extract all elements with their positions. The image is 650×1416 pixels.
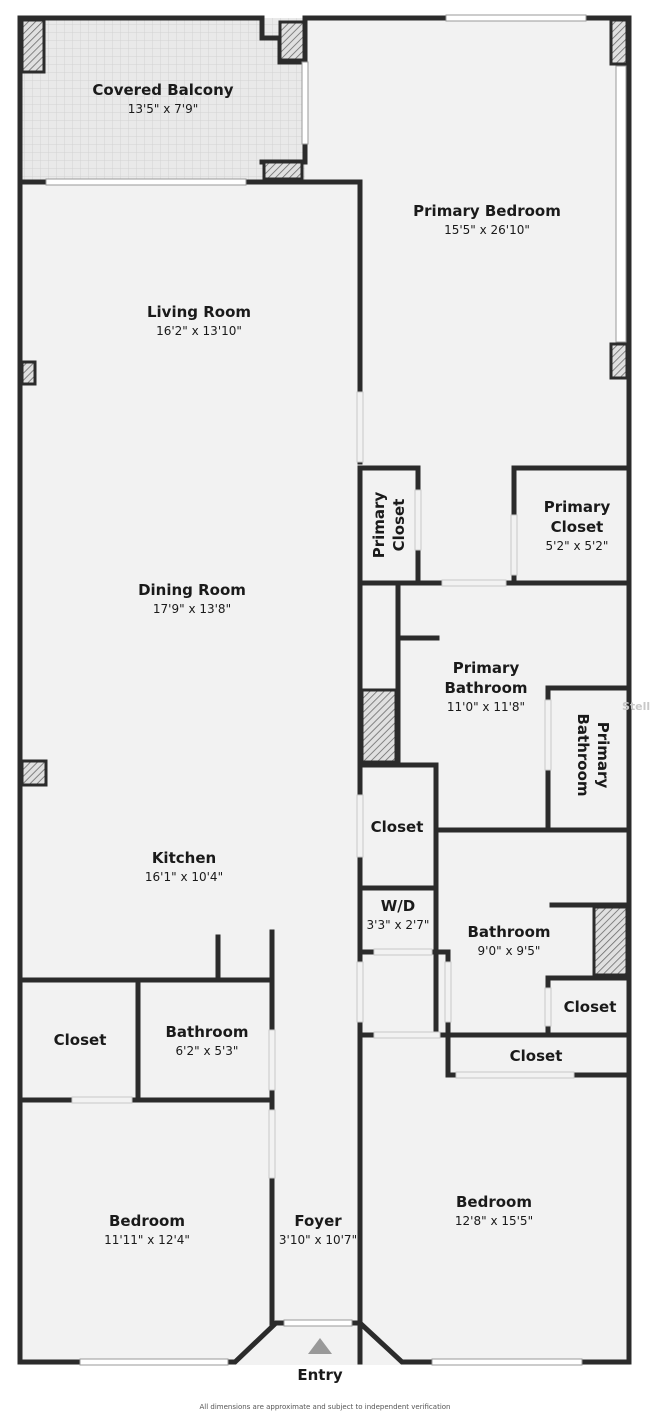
room-dimensions: 16'2" x 13'10" [156, 324, 242, 338]
watermark: Stellar [622, 700, 650, 713]
closet-right-small-label: Closet [564, 997, 617, 1017]
room-name: Closet [563, 998, 617, 1016]
room-name-line1: Primary [452, 659, 520, 677]
room-name: Foyer [294, 1212, 342, 1230]
covered-balcony-label: Covered Balcony 13'5" x 7'9" [92, 80, 233, 117]
room-name-line1: Primary [370, 491, 388, 559]
room-dimensions: 3'10" x 10'7" [278, 1233, 358, 1247]
closet-hall-label: Closet [510, 1046, 563, 1066]
foyer-label: Foyer 3'10" x 10'7" [279, 1211, 357, 1248]
primary-closet-right-label: Primary Closet 5'2" x 5'2" [544, 497, 610, 554]
room-name: Closet [53, 1031, 107, 1049]
wd-label: W/D 3'3" x 2'7" [367, 896, 430, 933]
room-name-line2: Bathroom [444, 679, 528, 697]
closet-left-label: Closet [54, 1030, 107, 1050]
primary-closet-left-label: Primary Closet [369, 492, 409, 558]
room-dimensions: 9'0" x 9'5" [477, 944, 541, 958]
bedroom-left-label: Bedroom 11'11" x 12'4" [104, 1211, 190, 1248]
entry-label: Entry [297, 1366, 343, 1384]
room-name-line1: Primary [543, 498, 611, 516]
room-name: W/D [380, 897, 416, 915]
room-name: Living Room [146, 303, 252, 321]
room-name: Covered Balcony [92, 81, 234, 99]
room-dimensions: 5'2" x 5'2" [545, 539, 609, 553]
bathroom-left-label: Bathroom 6'2" x 5'3" [165, 1022, 248, 1059]
floor-fill [20, 18, 630, 1365]
room-name: Kitchen [151, 849, 217, 867]
room-dimensions: 17'9" x 13'8" [152, 602, 232, 616]
room-dimensions: 11'0" x 11'8" [446, 700, 526, 714]
room-name-line2: Closet [550, 518, 604, 536]
room-name-line2: Bathroom [574, 713, 592, 797]
closet-mid-label: Closet [371, 817, 424, 837]
room-name: Primary Bedroom [413, 202, 561, 220]
room-dimensions: 3'3" x 2'7" [366, 918, 430, 932]
room-name: Closet [370, 818, 424, 836]
room-name: Closet [509, 1047, 563, 1065]
room-dimensions: 16'1" x 10'4" [144, 870, 224, 884]
primary-bathroom-label: Primary Bathroom 11'0" x 11'8" [444, 658, 527, 715]
primary-bathroom-small-label: Primary Bathroom [573, 713, 613, 796]
living-room-label: Living Room 16'2" x 13'10" [147, 302, 251, 339]
room-name: Bedroom [456, 1193, 532, 1211]
kitchen-label: Kitchen 16'1" x 10'4" [145, 848, 223, 885]
footer-disclaimer: All dimensions are approximate and subje… [199, 1403, 451, 1411]
room-name: Dining Room [138, 581, 246, 599]
structural-columns [20, 18, 629, 977]
room-dimensions: 11'11" x 12'4" [104, 1233, 190, 1247]
bathroom-right-label: Bathroom 9'0" x 9'5" [467, 922, 550, 959]
entry-arrow-icon [308, 1338, 332, 1354]
windows [45, 14, 627, 1366]
room-name-line2: Closet [390, 498, 408, 552]
room-name-line1: Primary [594, 721, 612, 789]
room-dimensions: 6'2" x 5'3" [175, 1044, 239, 1058]
room-dimensions: 15'5" x 26'10" [444, 223, 530, 237]
primary-bedroom-label: Primary Bedroom 15'5" x 26'10" [413, 201, 561, 238]
room-dimensions: 12'8" x 15'5" [454, 1214, 534, 1228]
room-dimensions: 13'5" x 7'9" [127, 102, 199, 116]
room-name: Bathroom [165, 1023, 249, 1041]
bedroom-right-label: Bedroom 12'8" x 15'5" [455, 1192, 533, 1229]
room-name: Bedroom [109, 1212, 185, 1230]
dining-room-label: Dining Room 17'9" x 13'8" [138, 580, 246, 617]
door-openings [71, 391, 575, 1179]
room-name: Bathroom [467, 923, 551, 941]
